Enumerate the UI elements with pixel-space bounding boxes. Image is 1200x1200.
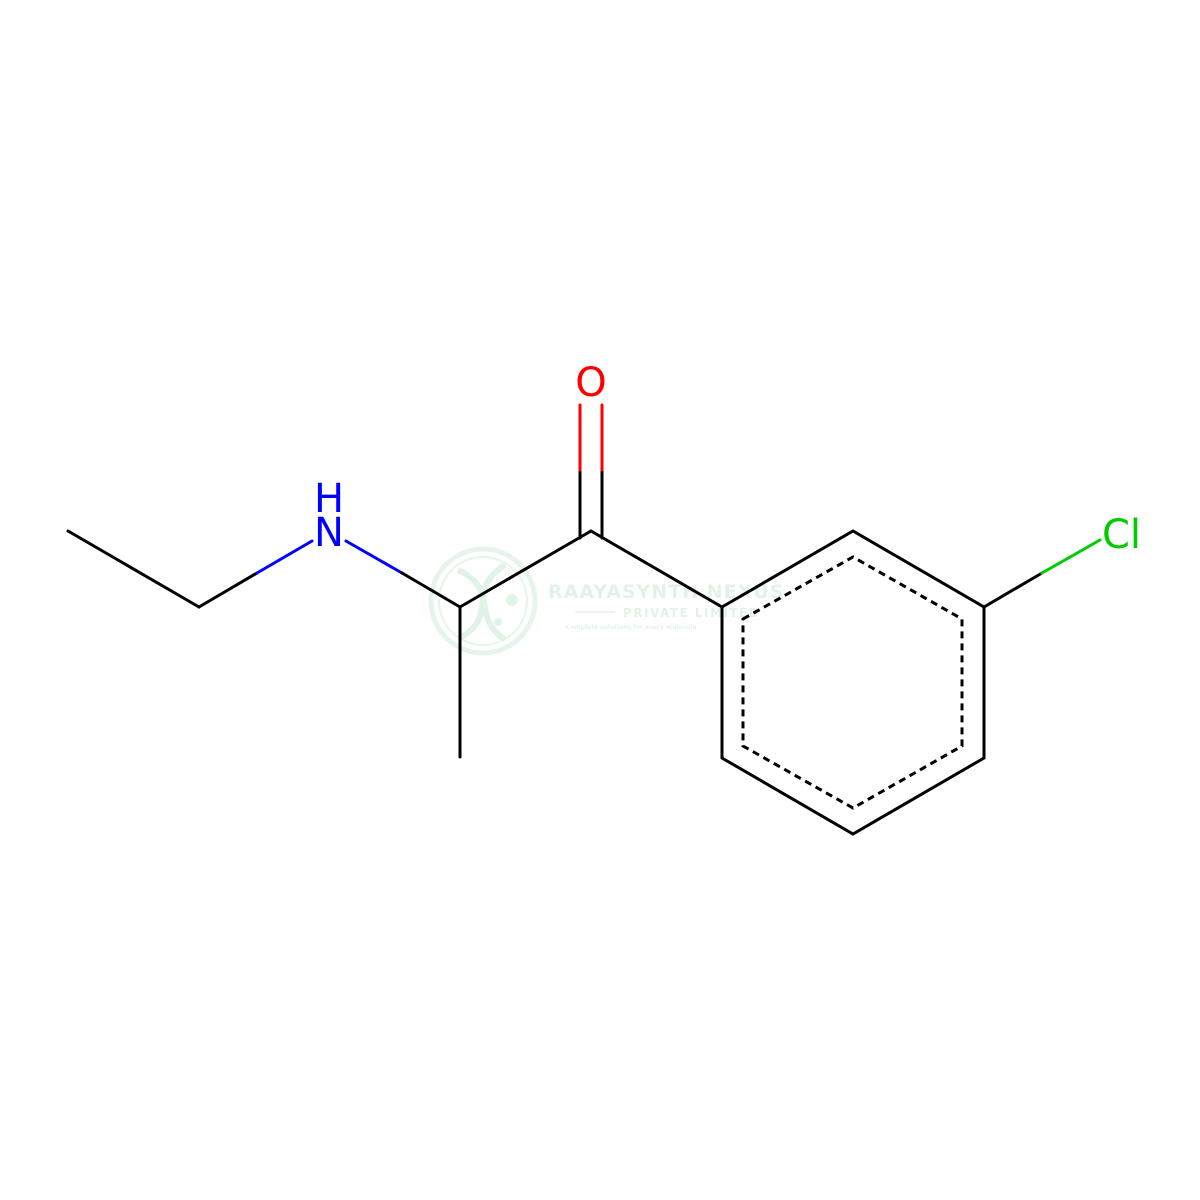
watermark-tagline: Complete solutions for every molecule: [566, 624, 696, 631]
bond-carbonyl-double: [578, 403, 604, 540]
atom-nitrogen-hydrogen-label: H: [314, 476, 344, 522]
bond-ring-cl-black: [982, 571, 1044, 609]
benzene-ring: [720, 529, 986, 836]
bond-ch2-nh-black: [197, 571, 259, 609]
atom-nitrogen-label: N: [314, 510, 344, 556]
watermark: RAAYASYNTH NEXUS PRIVATE LIMITED Complet…: [428, 546, 784, 656]
bond-nh-alpha-black: [400, 571, 462, 609]
watermark-subtitle: PRIVATE LIMITED: [623, 606, 760, 620]
watermark-logo-icon: [428, 546, 538, 656]
benzene-aromatic-dashed: [741, 555, 964, 810]
atom-chlorine-label: Cl: [1102, 512, 1141, 558]
atom-oxygen-label: O: [575, 360, 606, 406]
bond-alpha-carbonyl: [458, 529, 593, 609]
bond-carbonyl-ring: [589, 529, 724, 609]
bond-ethyl-ch3-ch2: [66, 529, 201, 609]
bond-ch2-nh-blue: [255, 539, 314, 575]
bond-ring-cl-green: [1040, 538, 1102, 575]
watermark-company: RAAYASYNTH NEXUS: [548, 581, 784, 603]
bond-nh-alpha-blue: [344, 539, 404, 575]
